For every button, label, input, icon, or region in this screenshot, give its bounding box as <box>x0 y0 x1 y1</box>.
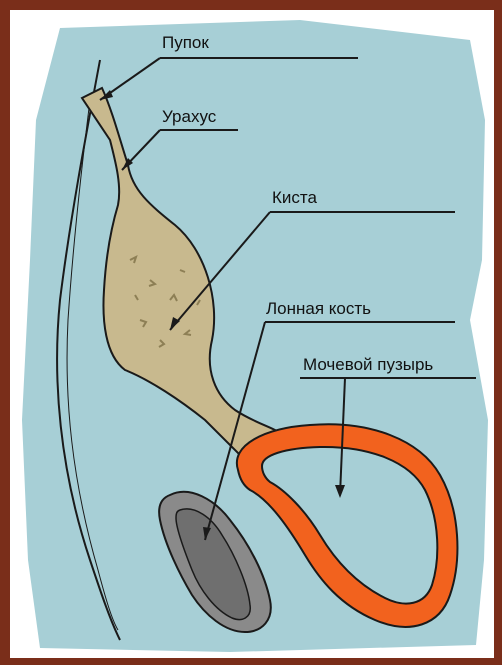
label-bladder: Мочевой пузырь <box>303 355 433 374</box>
label-pubic-bone: Лонная кость <box>266 299 371 318</box>
label-urachus: Урахус <box>162 107 217 126</box>
label-cyst: Киста <box>272 188 317 207</box>
label-navel: Пупок <box>162 33 209 52</box>
